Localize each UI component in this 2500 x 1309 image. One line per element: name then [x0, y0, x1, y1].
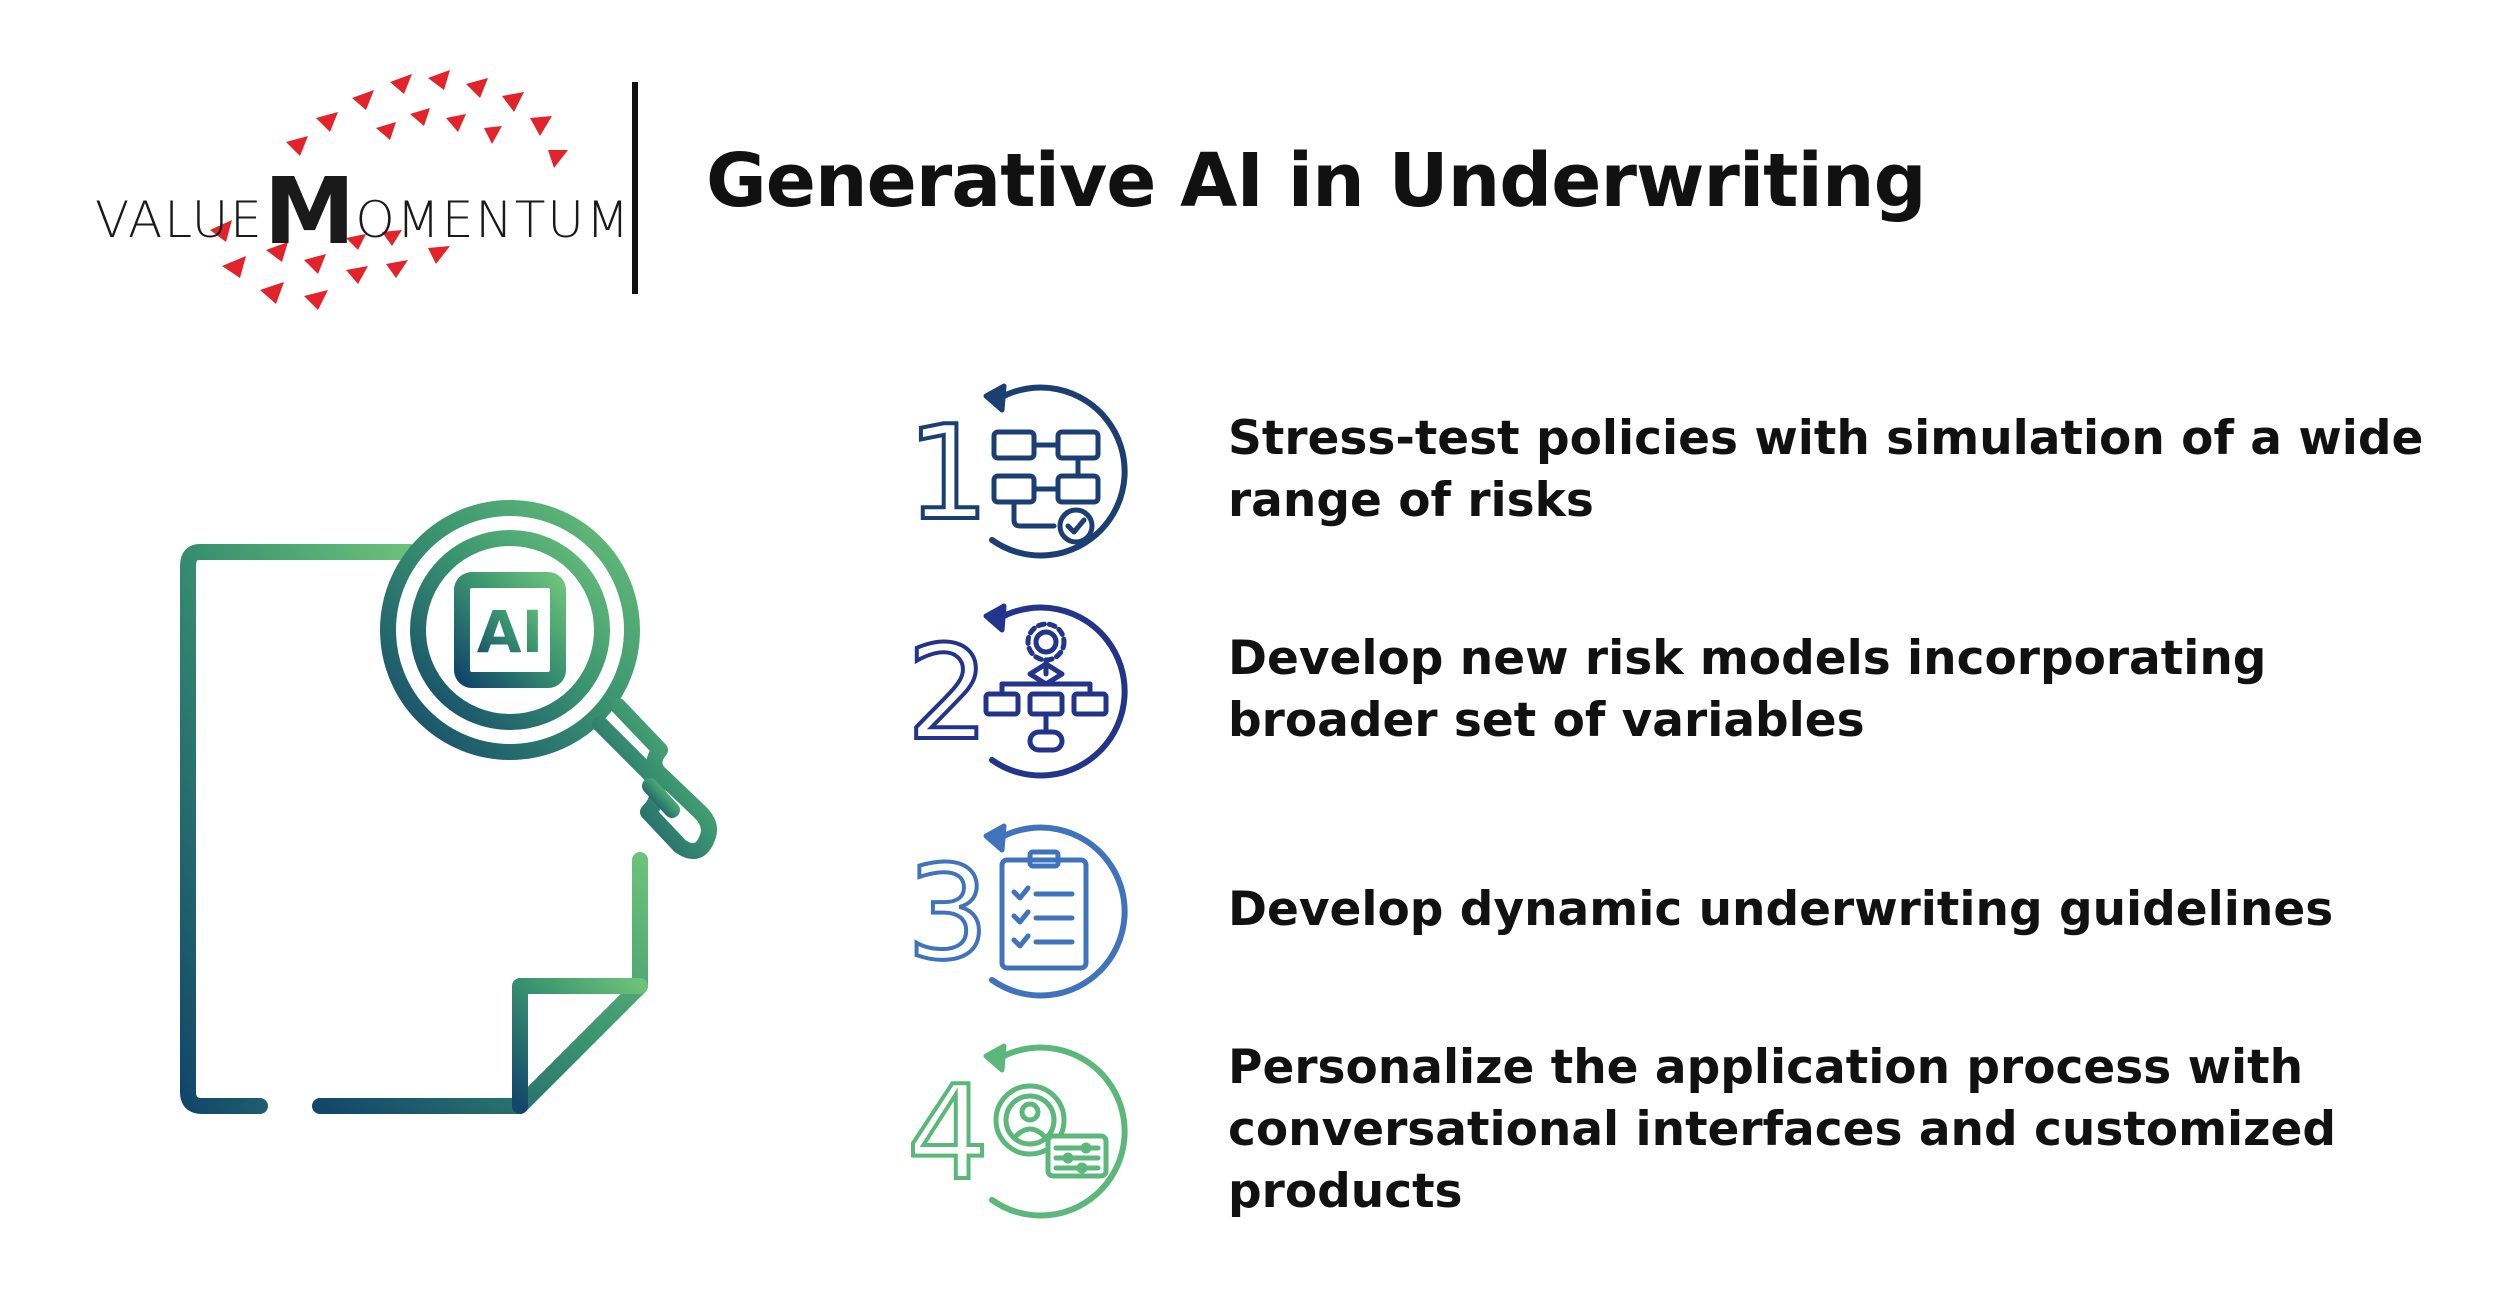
logo-wordmark: VALUEMOMENTUM [95, 158, 631, 265]
logo-suffix: OMENTUM [355, 191, 632, 249]
item-number: 1 [907, 397, 990, 549]
hero-illustration: AI [180, 480, 800, 1120]
clipboard-checklist-icon: 3 [905, 823, 1128, 999]
list-item-4: 4 Personalize the application process wi… [890, 1040, 2450, 1220]
logo-swirl-icon [210, 70, 568, 310]
hero-ai-badge: AI [477, 598, 543, 666]
item-number: 4 [907, 1057, 990, 1209]
item-number: 3 [907, 837, 990, 989]
list-item-3: 3 Develop dynamic underwriting guideline… [890, 820, 2450, 1000]
logo-prefix: VALUE [95, 191, 264, 249]
company-logo: VALUEMOMENTUM [90, 70, 629, 310]
list-item-2: 2 Develop new risk models incorporating … [890, 600, 2450, 780]
item-text: Stress-test policies with simulation of … [1228, 411, 2424, 528]
document-ai-magnifier-icon: AI [180, 500, 717, 1114]
item-text: Personalize the application process with… [1228, 1040, 2337, 1219]
item-text: Develop dynamic underwriting guidelines [1228, 882, 2334, 937]
logo-initial: M [263, 158, 356, 265]
gear-flowchart-icon: 2 [905, 603, 1128, 779]
process-flow-icon: 1 [905, 383, 1128, 559]
header-divider [632, 82, 638, 294]
page-title: Generative AI in Underwriting [706, 138, 1927, 224]
item-text: Develop new risk models incorporating br… [1228, 631, 2267, 748]
user-settings-icon: 4 [905, 1043, 1128, 1219]
list-item-1: 1 Stress-test policies with simulation o… [890, 380, 2450, 560]
item-number: 2 [907, 617, 990, 769]
